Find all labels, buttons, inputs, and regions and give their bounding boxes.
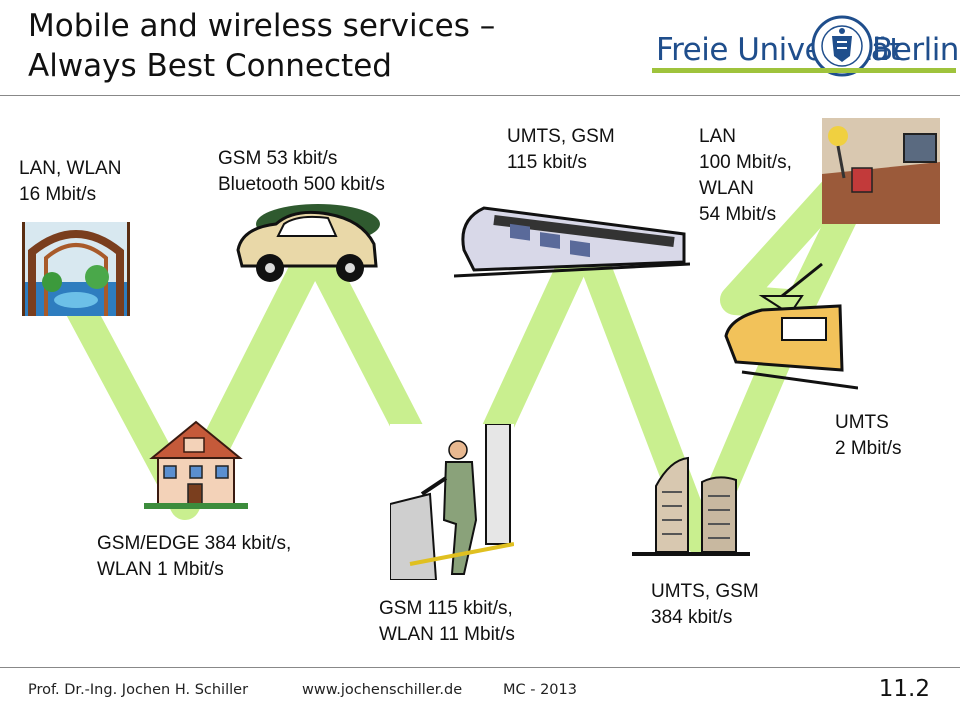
stop-label-office: LAN 100 Mbit/s, WLAN 54 Mbit/s xyxy=(699,126,792,225)
logo-name-part2: Berlin xyxy=(872,32,959,68)
title-line-1: Mobile and wireless services – xyxy=(28,8,496,44)
university-logo: Freie Universität Berlin xyxy=(652,6,959,90)
tram-icon xyxy=(724,262,858,390)
gas-station-icon xyxy=(390,424,514,580)
stop-label-tram: UMTS 2 Mbit/s xyxy=(835,412,902,459)
stop-label-train: UMTS, GSM 115 kbit/s xyxy=(507,126,615,173)
stop-label-garden: LAN, WLAN 16 Mbit/s xyxy=(19,158,122,205)
title-line-2: Always Best Connected xyxy=(28,48,392,84)
footer-author: Prof. Dr.-Ing. Jochen H. Schiller xyxy=(28,682,249,698)
city-buildings-icon xyxy=(632,456,750,556)
footer-url[interactable]: www.jochenschiller.de xyxy=(302,682,463,698)
office-desk-icon xyxy=(822,118,940,224)
university-seal-icon xyxy=(811,15,873,77)
house-icon xyxy=(144,420,248,509)
stop-label-city: UMTS, GSM 384 kbit/s xyxy=(651,581,759,628)
stop-label-gas-station: GSM 115 kbit/s, WLAN 11 Mbit/s xyxy=(379,598,515,645)
stop-label-car: GSM 53 kbit/s Bluetooth 500 kbit/s xyxy=(218,148,385,195)
stop-label-house: GSM/EDGE 384 kbit/s, WLAN 1 Mbit/s xyxy=(97,533,292,580)
header-divider xyxy=(0,95,960,96)
page-title: Mobile and wireless services – Always Be… xyxy=(28,6,495,86)
car-icon xyxy=(236,204,380,282)
page-number: 11.2 xyxy=(878,676,930,702)
train-icon xyxy=(454,206,690,278)
garden-arbor-icon xyxy=(22,222,130,316)
footer-divider xyxy=(0,667,960,668)
footer-course: MC - 2013 xyxy=(503,682,577,698)
logo-underline xyxy=(652,68,956,73)
